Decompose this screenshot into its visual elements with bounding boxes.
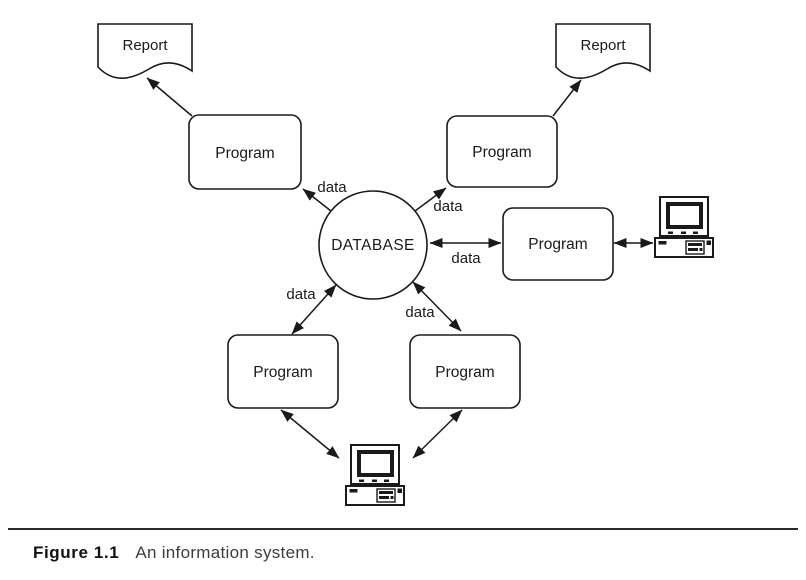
arrow-program-computer-bottomleft [280,409,340,459]
program-node-right: Program [502,207,614,281]
figure-caption: Figure 1.1 An information system. [33,543,315,563]
desktop-computer-icon [345,444,405,506]
edge-label-data: data [451,250,481,267]
database-node: DATABASE [318,190,428,300]
program-node-bottomright: Program [409,334,521,409]
report-node-left: Report [97,23,193,80]
report-label: Report [580,37,626,54]
edge-label-data: data [286,286,316,303]
program-label: Program [215,145,274,162]
edge-label-data: data [405,304,435,321]
program-node-bottomleft: Program [227,334,339,409]
arrow-database-program-bottomright [412,281,462,332]
caption-divider-rule [8,528,798,530]
arrow-program-to-report-right [552,79,582,117]
information-system-diagram: Report Report Program Program Program Pr… [97,23,714,506]
arrow-program-to-report-left [146,77,193,117]
program-label: Program [253,364,312,381]
program-label: Program [435,364,494,381]
edge-label-data: data [317,179,347,196]
edge-label-data: data [433,198,463,215]
report-label: Report [122,37,168,54]
program-label: Program [472,144,531,161]
program-node-topright: Program [446,115,558,188]
desktop-computer-icon [654,196,714,258]
arrow-program-computer-bottomright [412,409,463,459]
arrow-database-to-program-topright [414,187,447,212]
database-label: DATABASE [331,237,415,254]
figure-number: Figure 1.1 [33,543,120,562]
report-node-right: Report [555,23,651,80]
program-label: Program [528,236,587,253]
program-node-topleft: Program [188,114,302,190]
arrow-database-program-bottomleft [291,284,337,335]
caption-text: An information system. [135,543,315,562]
arrow-database-to-program-topleft [302,188,332,212]
